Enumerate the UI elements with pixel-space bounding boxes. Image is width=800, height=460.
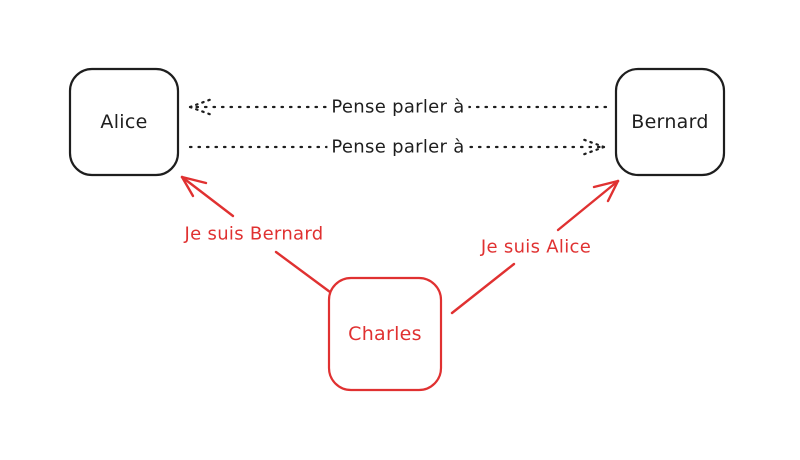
node-alice-box[interactable] <box>68 67 180 177</box>
edge-bernard-to-alice[interactable] <box>188 97 608 117</box>
arrowhead-left-icon <box>188 97 214 117</box>
edge-charles-to-alice[interactable] <box>180 175 332 294</box>
arrowhead-red-icon <box>180 175 208 198</box>
node-bernard-label: Bernard <box>631 111 709 133</box>
arrowhead-right-icon <box>580 137 606 157</box>
edge-label-charles-to-alice: Je suis Bernard <box>180 223 328 245</box>
edge-label-alice-to-bernard: Pense parler à <box>327 136 469 158</box>
node-alice-label: Alice <box>100 111 148 133</box>
arrowhead-red-icon <box>592 179 620 203</box>
edge-label-charles-to-bernard: Je suis Alice <box>476 236 596 258</box>
node-charles-box[interactable] <box>327 276 443 392</box>
node-charles-label: Charles <box>348 323 422 345</box>
edge-label-bernard-to-alice: Pense parler à <box>327 96 469 118</box>
node-bernard-box[interactable] <box>614 67 726 177</box>
edge-charles-to-bernard[interactable] <box>450 179 620 315</box>
edge-alice-to-bernard[interactable] <box>188 137 606 157</box>
